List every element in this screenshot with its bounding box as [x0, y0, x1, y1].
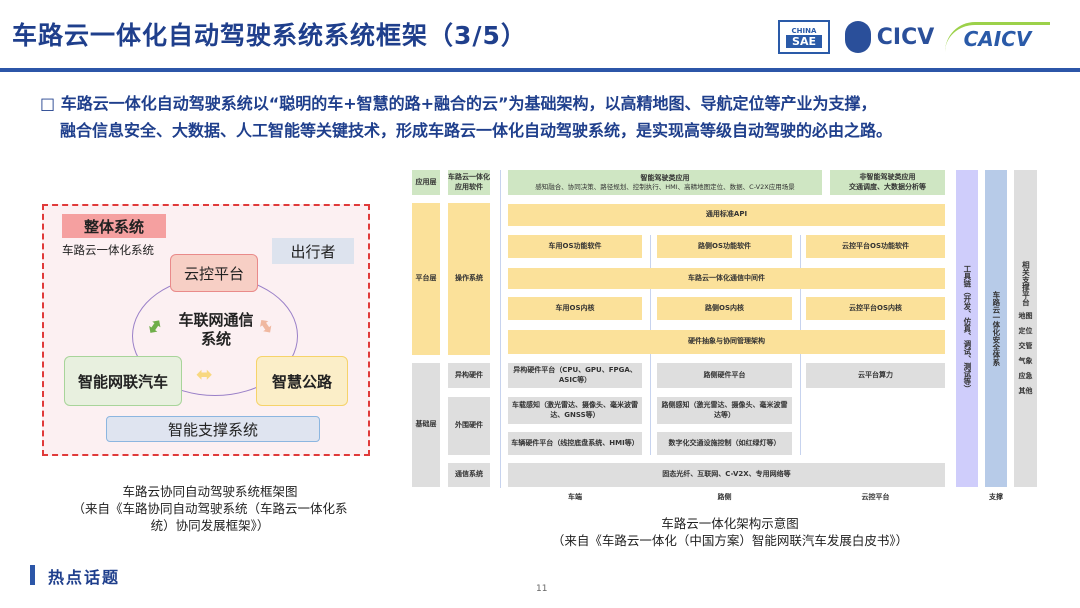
- hetero-hw-label: 异构硬件: [448, 363, 490, 388]
- related-item: 交管: [1018, 341, 1033, 350]
- related-platform-box: 相关支撑平台 地图 定位 交管 气象 应急 其他: [1014, 170, 1037, 487]
- page-number: 11: [536, 584, 548, 594]
- cloud-os-func-box: 云控平台OS功能软件: [806, 235, 945, 258]
- security-label: 车路云一体化安全体系: [991, 291, 1001, 366]
- cicv-logo: CICV: [842, 20, 937, 54]
- traveler-label: 出行者: [272, 238, 354, 264]
- peripheral-hw-label: 外围硬件: [448, 397, 490, 455]
- vehicle-hetero-hw-box: 异构硬件平台（CPU、GPU、FPGA、ASIC等）: [508, 363, 642, 388]
- support-system-node: 智能支撑系统: [106, 416, 320, 442]
- system-subtitle: 车路云一体化系统: [62, 243, 154, 257]
- middleware-box: 车路云一体化通信中间件: [508, 268, 945, 289]
- overall-system-label: 整体系统: [62, 214, 166, 238]
- section-label: 热点话题: [48, 568, 121, 587]
- vehicle-os-kernel-box: 车用OS内核: [508, 297, 642, 320]
- related-item: 其他: [1018, 387, 1033, 396]
- right-caption-title: 车路云一体化架构示意图: [661, 516, 799, 531]
- security-box: 车路云一体化安全体系: [985, 170, 1007, 487]
- left-caption: 车路云协同自动驾驶系统框架图 （来自《车路协同自动驾驶系统（车路云一体化系 统）…: [40, 484, 380, 535]
- cloud-os-kernel-box: 云控平台OS内核: [806, 297, 945, 320]
- vehicle-hw-platform-box: 车辆硬件平台（线控底盘系统、HMI等）: [508, 432, 642, 455]
- toolchain-box: 工具链（开发、仿真、调试、测试等）: [956, 170, 978, 487]
- support-column-label: 支撑: [989, 493, 1003, 502]
- related-item: 应急: [1018, 372, 1033, 381]
- non-ad-apps-items: 交通调度、大数据分析等: [849, 182, 926, 191]
- os-label: 操作系统: [448, 203, 490, 355]
- left-caption-title: 车路云协同自动驾驶系统框架图: [122, 484, 298, 499]
- road-hw-platform-box: 路侧硬件平台: [657, 363, 792, 388]
- related-item: 地图: [1018, 311, 1033, 320]
- hw-abstraction-box: 硬件抽象与协同管理架构: [508, 330, 945, 354]
- comm-system-label: 通信系统: [448, 463, 490, 487]
- section-marker: [30, 565, 35, 585]
- platform-layer-label: 平台层: [412, 203, 440, 355]
- page-title: 车路云一体化自动驾驶系统系统框架（3/5）: [12, 21, 527, 50]
- app-layer-label: 应用层: [412, 170, 440, 195]
- header-divider: [0, 68, 1080, 72]
- road-sensing-box: 路侧感知（激光雷达、摄像头、毫米波雷达等）: [657, 397, 792, 424]
- ad-apps-box: 智能驾驶类应用感知融合、协同决策、路径规划、控制执行、HMI、高精地图定位、数据…: [508, 170, 822, 195]
- ad-apps-items: 感知融合、协同决策、路径规划、控制执行、HMI、高精地图定位、数据、C-V2X应…: [535, 182, 795, 191]
- connected-vehicle-node: 智能网联汽车: [64, 356, 182, 406]
- base-layer-label: 基础层: [412, 363, 440, 487]
- road-os-kernel-box: 路侧OS内核: [657, 297, 792, 320]
- related-item: 定位: [1018, 326, 1033, 335]
- system-framework-diagram: 整体系统 车路云一体化系统 出行者 云控平台 车联网通信系统 智能网联汽车 智慧…: [42, 204, 370, 456]
- vehicle-sensing-box: 车载感知（激光雷达、摄像头、毫米波雷达、GNSS等）: [508, 397, 642, 424]
- non-ad-apps-title: 非智能驾驶类应用: [859, 173, 916, 182]
- column-cloud-label: 云控平台: [861, 493, 890, 502]
- caicv-logo: CAICV: [945, 22, 1050, 52]
- app-software-label: 车路云一体化应用软件: [448, 170, 490, 195]
- road-os-func-box: 路侧OS功能软件: [657, 235, 792, 258]
- column-vehicle-label: 车端: [568, 493, 582, 502]
- ad-apps-title: 智能驾驶类应用: [640, 173, 690, 182]
- left-caption-source-1: （来自《车路协同自动驾驶系统（车路云一体化系: [72, 500, 348, 516]
- standard-api-box: 通用标准API: [508, 204, 945, 226]
- traffic-control-box: 数字化交通设施控制（如红绿灯等）: [657, 432, 792, 455]
- column-road-label: 路侧: [717, 493, 732, 502]
- cloud-compute-box: 云平台算力: [806, 363, 945, 388]
- network-box: 固态光纤、互联网、C-V2X、专用网络等: [508, 463, 945, 487]
- left-caption-source-2: 统）协同发展框架》）: [150, 517, 270, 533]
- related-item: 气象: [1018, 357, 1033, 365]
- smart-road-node: 智慧公路: [256, 356, 348, 406]
- cloud-platform-node: 云控平台: [170, 254, 258, 292]
- non-ad-apps-box: 非智能驾驶类应用交通调度、大数据分析等: [830, 170, 945, 195]
- vehicle-road-arrow-icon: ⬌: [196, 362, 213, 386]
- vehicle-os-func-box: 车用OS功能软件: [508, 235, 642, 258]
- comm-system-node: 车联网通信系统: [178, 310, 254, 349]
- related-platform-label: 相关支撑平台: [1021, 260, 1031, 306]
- right-caption-source: （来自《车路云一体化（中国方案）智能网联汽车发展白皮书》）: [551, 532, 909, 548]
- right-caption: 车路云一体化架构示意图 （来自《车路云一体化（中国方案）智能网联汽车发展白皮书》…: [490, 516, 970, 550]
- intro-line-1: □ 车路云一体化自动驾驶系统以“聪明的车+智慧的路+融合的云”为基础架构，以高精…: [40, 94, 877, 113]
- intro-line-2: 融合信息安全、大数据、人工智能等关键技术，形成车路云一体化自动驾驶系统，是实现高…: [60, 121, 893, 140]
- toolchain-label: 工具链（开发、仿真、调试、测试等）: [962, 264, 972, 393]
